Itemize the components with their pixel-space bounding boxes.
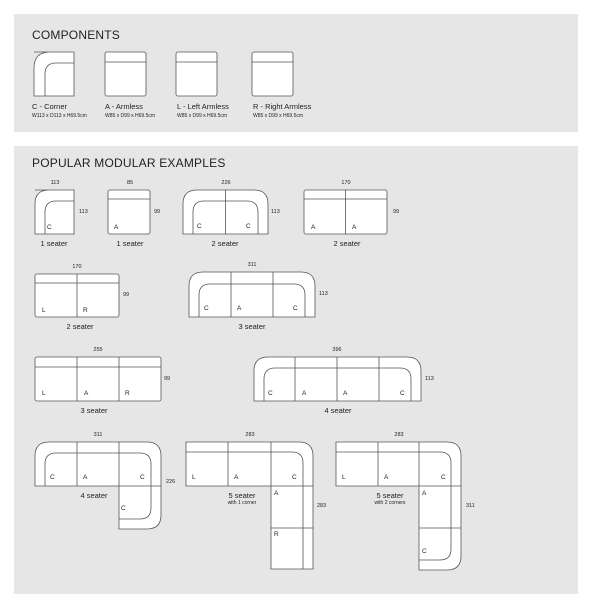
- module-letter: A: [114, 224, 119, 231]
- example-subcaption: with 2 corners: [374, 500, 406, 506]
- component-name: L - Left Armless: [177, 102, 229, 111]
- module-letter: R: [274, 531, 279, 538]
- module-letter: C: [204, 305, 209, 312]
- width-dimension: 396: [332, 347, 342, 353]
- module-letter: L: [342, 474, 346, 481]
- components-heading: COMPONENTS: [32, 28, 121, 42]
- width-dimension: 311: [247, 262, 257, 268]
- module-letter: C: [400, 390, 405, 397]
- component-name: A - Armless: [105, 102, 143, 111]
- module-letter: A: [237, 305, 242, 312]
- module-letter: A: [352, 224, 357, 231]
- example-subcaption: with 1 corner: [227, 500, 257, 506]
- module-letter: A: [83, 474, 88, 481]
- module-letter: C: [292, 474, 297, 481]
- module-letter: C: [47, 224, 52, 231]
- width-dimension: 113: [50, 180, 60, 186]
- depth-dimension: 99: [393, 209, 400, 215]
- width-dimension: 311: [93, 432, 103, 438]
- component-name: C - Corner: [32, 102, 68, 111]
- example-caption: 1 seater: [40, 239, 68, 248]
- depth-dimension: 99: [164, 376, 171, 382]
- module-letter: L: [42, 390, 46, 397]
- module-letter: C: [268, 390, 273, 397]
- depth-dimension: 113: [319, 291, 328, 297]
- width-dimension: 226: [221, 180, 231, 186]
- example-caption: 5 seater: [376, 491, 404, 500]
- module-letter: C: [441, 474, 446, 481]
- depth-dimension: 113: [271, 209, 280, 215]
- width-dimension: 85: [126, 180, 134, 186]
- module-letter: C: [50, 474, 55, 481]
- component-dims: W85 x D99 x H69.5cm: [105, 113, 156, 119]
- example-caption: 5 seater: [228, 491, 256, 500]
- example-9-drawing: [34, 441, 162, 530]
- example-11-drawing: [335, 441, 462, 571]
- module-letter: C: [197, 223, 202, 230]
- component-left-armless-drawing: [175, 51, 218, 97]
- example-10-drawing: [185, 441, 314, 570]
- width-dimension: 283: [394, 432, 404, 438]
- width-dimension: 255: [93, 347, 103, 353]
- component-corner-drawing: [33, 51, 75, 97]
- depth-dimension: 113: [79, 209, 88, 215]
- width-dimension: 283: [245, 432, 255, 438]
- width-dimension: 170: [341, 180, 351, 186]
- example-7-drawing: [34, 356, 162, 402]
- example-caption: 2 seater: [66, 322, 94, 331]
- example-caption: 4 seater: [80, 491, 108, 500]
- depth-dimension: 99: [154, 209, 161, 215]
- depth-dimension: 283: [317, 503, 327, 509]
- example-2-drawing: [107, 189, 151, 235]
- depth-dimension: 99: [123, 292, 130, 298]
- module-letter: R: [125, 390, 130, 397]
- component-dims: W85 x D99 x H69.5cm: [253, 113, 304, 119]
- example-6-drawing: [188, 271, 316, 318]
- module-letter: A: [311, 224, 316, 231]
- example-8-drawing: [253, 356, 422, 402]
- example-caption: 2 seater: [211, 239, 239, 248]
- module-letter: A: [302, 390, 307, 397]
- module-letter: C: [293, 305, 298, 312]
- example-caption: 3 seater: [80, 406, 108, 415]
- width-dimension: 170: [72, 264, 82, 270]
- example-5-drawing: [34, 273, 120, 318]
- module-letter: C: [246, 223, 251, 230]
- module-letter: A: [84, 390, 89, 397]
- module-letter: A: [384, 474, 389, 481]
- module-letter: C: [121, 505, 126, 512]
- component-name: R - Right Armless: [253, 102, 312, 111]
- depth-dimension: 113: [425, 376, 434, 382]
- example-caption: 3 seater: [238, 322, 266, 331]
- module-letter: A: [422, 490, 427, 497]
- module-letter: C: [140, 474, 145, 481]
- components-drawings: [33, 51, 294, 97]
- module-letter: A: [234, 474, 239, 481]
- examples-heading: POPULAR MODULAR EXAMPLES: [32, 156, 226, 170]
- module-letter: C: [422, 548, 427, 555]
- component-armless-drawing: [104, 51, 147, 97]
- example-1-drawing: [34, 189, 75, 235]
- module-letter: R: [83, 307, 88, 314]
- depth-dimension: 226: [166, 479, 176, 485]
- example-3-drawing: [182, 189, 269, 235]
- component-dims: W113 x D113 x H69.5cm: [32, 113, 87, 119]
- component-dims: W85 x D99 x H69.5cm: [177, 113, 228, 119]
- example-caption: 1 seater: [116, 239, 144, 248]
- example-4-drawing: [303, 189, 388, 235]
- example-caption: 2 seater: [333, 239, 361, 248]
- module-letter: A: [274, 490, 279, 497]
- module-letter: A: [343, 390, 348, 397]
- depth-dimension: 311: [466, 503, 475, 509]
- module-letter: L: [42, 307, 46, 314]
- component-right-armless-drawing: [251, 51, 294, 97]
- components-panel: COMPONENTS C - Corner W113 x D113 x H69.…: [14, 14, 578, 132]
- example-caption: 4 seater: [324, 406, 352, 415]
- examples-drawings: [34, 189, 462, 571]
- module-letter: L: [192, 474, 196, 481]
- examples-panel: POPULAR MODULAR EXAMPLES: [14, 146, 578, 594]
